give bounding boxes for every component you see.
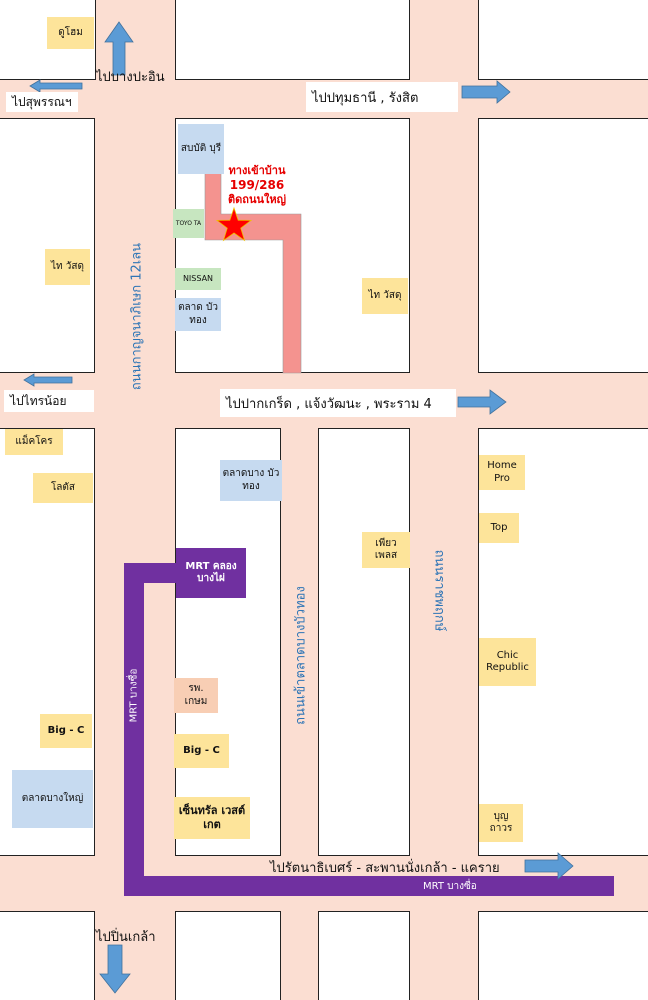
place-nissan: NISSAN bbox=[175, 268, 221, 290]
block bbox=[318, 428, 410, 856]
label-to-rattanathibet: ไปรัตนาธิเบศร์ - สะพานนั่งเกล้า - แคราย bbox=[270, 861, 500, 876]
place-bunthavorn: บุญ ถาวร bbox=[479, 804, 523, 842]
place-home-pro: Home Pro bbox=[479, 455, 525, 490]
label-to-sai-noi: ไปไทรน้อย bbox=[4, 390, 94, 412]
place-makro: แม็คโคร bbox=[5, 429, 63, 455]
road-name-kanchana: ถนนกาญจนาภิเษก 12เลน bbox=[129, 242, 145, 391]
label-to-pathum: ไปปทุมธานี , รังสิต bbox=[306, 82, 458, 112]
place-big-c-mid: Big - C bbox=[174, 734, 229, 768]
road-name-ratchaphruek: ถนนราชพฤกษ์ bbox=[431, 549, 447, 632]
entrance-label: ทางเข้าบ้าน 199/286 ติดถนนใหญ่ bbox=[222, 164, 292, 207]
place-phiao-place: เพียว เพลส bbox=[362, 532, 410, 568]
place-toyota: TOYO TA bbox=[173, 209, 204, 238]
block bbox=[318, 911, 410, 1000]
place-bua-thong-market: ตลาด บัวทอง bbox=[175, 298, 221, 331]
place-central-westgate: เซ็นทรัล เวสต์เกต bbox=[174, 797, 250, 839]
block bbox=[175, 0, 410, 80]
place-kasem-hospital: รพ. เกษม bbox=[174, 678, 218, 713]
mrt-line bbox=[124, 563, 614, 896]
place-lotus: โลตัส bbox=[33, 473, 93, 503]
road-market-vertical bbox=[281, 428, 318, 1000]
place-top: Top bbox=[479, 513, 519, 543]
star-icon bbox=[215, 206, 253, 242]
entrance-house-number: 199/286 bbox=[229, 177, 285, 192]
block bbox=[478, 911, 648, 1000]
road-name-market: ถนนเข้าตลาดบางบัวทอง bbox=[293, 586, 309, 725]
place-bang-yai-market: ตลาดบางใหญ่ bbox=[12, 770, 93, 828]
arrow-down-icon bbox=[99, 944, 131, 994]
block bbox=[478, 118, 648, 373]
label-to-pinklao: ไปปิ่นเกล้า bbox=[96, 930, 156, 945]
block bbox=[0, 118, 95, 373]
place-thai-watsadu-right: ไท วัสดุ bbox=[362, 278, 408, 314]
place-sombat-buri: สบบัติ บุรี bbox=[178, 124, 224, 174]
mrt-line-label-horizontal: MRT บางซื่อ bbox=[423, 881, 477, 892]
arrow-up-icon bbox=[104, 21, 134, 76]
entrance-line-3: ติดถนนใหญ่ bbox=[228, 192, 286, 206]
mrt-station-khlong-bang-phai: MRT คลอง บางไผ่ bbox=[176, 548, 246, 598]
block bbox=[478, 0, 648, 80]
arrow-right-icon bbox=[524, 852, 574, 880]
place-chic-republic: Chic Republic bbox=[479, 638, 536, 686]
place-thai-watsadu-left: ไท วัสดุ bbox=[45, 249, 90, 285]
block bbox=[175, 911, 281, 1000]
label-to-pak-kret: ไปปากเกร็ด , แจ้งวัฒนะ , พระราม 4 bbox=[220, 389, 456, 417]
arrow-left-icon bbox=[23, 373, 73, 387]
entrance-line-1: ทางเข้าบ้าน bbox=[228, 164, 286, 177]
block bbox=[0, 911, 95, 1000]
arrow-left-icon bbox=[29, 79, 83, 93]
label-to-suphan: ไปสุพรรณฯ bbox=[6, 92, 78, 112]
arrow-right-icon bbox=[461, 80, 511, 104]
label-to-bang-pa-in: ไปบางปะอิน bbox=[96, 70, 165, 85]
arrow-right-icon bbox=[457, 389, 507, 415]
road-right-vertical bbox=[410, 0, 478, 1000]
mrt-line-label-vertical: MRT บางซื่อ bbox=[128, 668, 140, 723]
place-big-c-left: Big - C bbox=[40, 714, 92, 748]
place-bang-bua-thong-market: ตลาดบาง บัวทอง bbox=[220, 460, 282, 501]
place-duhome: ดูโฮม bbox=[47, 17, 94, 49]
